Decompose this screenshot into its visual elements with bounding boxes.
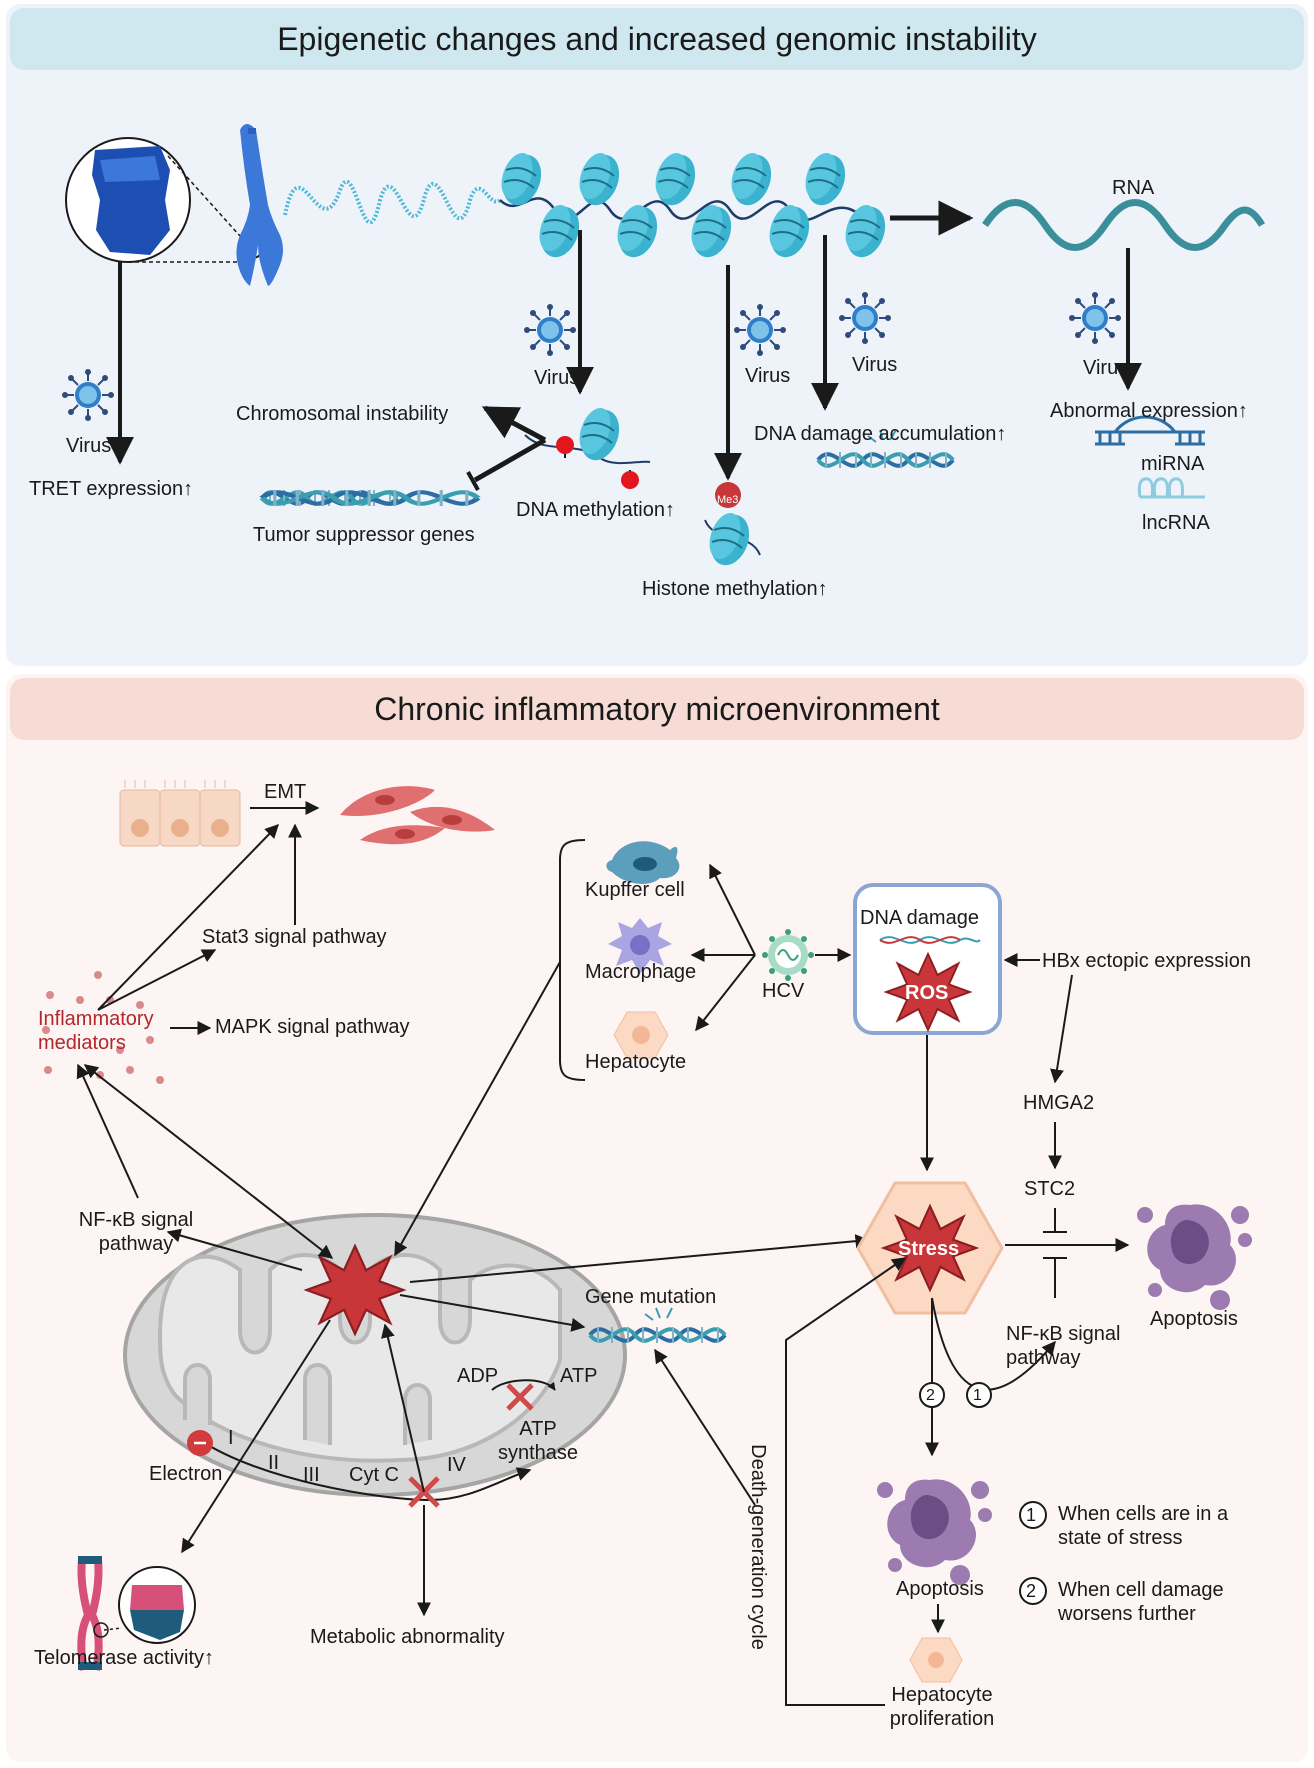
histone-methylation-icon [702,482,761,572]
virus-label: Virus [745,365,791,387]
me3-label: Me3 [717,494,739,506]
stress-cell-icon [856,1181,1004,1315]
panel-title-inflammatory: Chronic inflammatory microenvironment [10,678,1304,740]
panel-epigenetic: Epigenetic changes and increased genomic… [6,4,1308,666]
virus-label: Virus [534,367,580,389]
cyt-c-label: Cyt C [349,1464,399,1486]
hbx-label: HBx ectopic expression [1042,950,1251,972]
inflammatory-mediators-icon [42,971,164,1084]
mirna-icon [1095,415,1205,446]
hepatocyte-label: Hepatocyte [585,1051,687,1073]
legend-2-text: When cell damage worsens further [1058,1579,1224,1625]
dna-damage-accumulation-label: DNA damage accumulation↑ [754,423,1007,445]
adp-label: ADP [457,1365,499,1387]
kupffer-label: Kupffer cell [585,879,685,901]
chromatin-coil-icon [283,179,502,225]
chromosome-icon [236,124,283,286]
legend-1-badge [1019,1501,1047,1529]
stc2-label: STC2 [1024,1178,1076,1200]
emt-label: EMT [264,781,307,803]
hepatocyte-icon [613,1011,669,1059]
apoptotic-cell-icon [1137,1204,1252,1310]
dna-methylation-icon [524,402,651,489]
mitochondrion-icon [123,1213,627,1497]
hepatocyte-proliferation-label: Hepatocyte proliferation [889,1684,995,1730]
electron-icon [187,1430,213,1456]
cell-group-bracket [559,839,586,1081]
rna-strand-icon [982,199,1266,251]
lncrna-icon [1137,477,1205,499]
hcv-icon [762,929,814,981]
abnormal-expression-label: Abnormal expression↑ [1050,400,1248,422]
atp-label: ATP [560,1365,598,1387]
epithelial-cells-icon [119,780,241,847]
stat3-label: Stat3 signal pathway [202,926,387,948]
ros-label: ROS [905,982,949,1004]
stress-label: Stress [898,1238,960,1260]
virus-icon [61,368,115,422]
virus-icon [523,303,577,357]
inflammatory-mediators-label: Inflammatory mediators [38,1008,154,1054]
nfkb-left-label: NF-κB signal pathway [78,1209,194,1255]
virus-icon [1068,291,1122,345]
lncrna-label: lncRNA [1142,512,1210,534]
nfkb-right-label: NF-κB signal pathway [1006,1323,1121,1369]
rna-label: RNA [1112,177,1155,199]
apoptosis-label: Apoptosis [1150,1308,1238,1330]
legend-2-badge [1019,1577,1047,1605]
mirna-label: miRNA [1141,453,1205,475]
panel-title-epigenetic: Epigenetic changes and increased genomic… [10,8,1304,70]
electron-label: Electron [149,1463,223,1485]
step-1-number: 1 [973,1387,982,1404]
macrophage-icon [608,918,672,974]
damaged-dna-icon [816,450,955,470]
chromosome-zoom-icon [65,137,265,263]
kupffer-cell-icon [606,841,680,884]
chromosomal-instability-label: Chromosomal instability [236,403,449,425]
macrophage-label: Macrophage [585,961,697,983]
apoptosis-label: Apoptosis [896,1578,984,1600]
mapk-label: MAPK signal pathway [215,1016,410,1038]
legend-2-number: 2 [1026,1581,1037,1601]
death-cycle-label: Death-generation cycle [746,1444,769,1650]
mesenchymal-cells-icon [340,786,495,845]
virus-icon [733,303,787,357]
hcv-label: HCV [762,980,805,1002]
tumor-suppressor-label: Tumor suppressor genes [253,524,475,546]
step-1-badge [966,1382,992,1408]
apoptotic-cell-icon [877,1479,992,1585]
step-2-number: 2 [926,1387,935,1404]
virus-label: Virus [1083,357,1129,379]
nucleosome-row [494,147,893,264]
tret-expression-label: TRET expression↑ [29,478,194,500]
gene-mutation-label: Gene mutation [585,1286,717,1308]
atp-synthase-label: ATP synthase [497,1418,579,1464]
complex-3-label: III [303,1464,320,1486]
dna-damage-label: DNA damage [860,907,979,929]
hmga2-label: HMGA2 [1023,1092,1095,1114]
hepatocyte-icon [909,1637,963,1683]
histone-methylation-label: Histone methylation↑ [642,578,828,600]
step-2-badge [919,1382,945,1408]
virus-label: Virus [66,435,112,457]
complex-2-label: II [268,1452,280,1474]
legend-1-text: When cells are in a state of stress [1058,1503,1229,1549]
metabolic-label: Metabolic abnormality [310,1626,505,1648]
virus-icon [838,291,892,345]
telomere-icon [77,1556,196,1671]
legend-1-number: 1 [1026,1505,1037,1525]
dna-methylation-label: DNA methylation↑ [516,499,675,521]
virus-label: Virus [852,354,898,376]
telomerase-label: Telomerase activity↑ [34,1647,215,1669]
ros-burst-icon [305,1244,405,1336]
complex-4-label: IV [447,1454,466,1476]
complex-1-label: I [228,1427,234,1449]
